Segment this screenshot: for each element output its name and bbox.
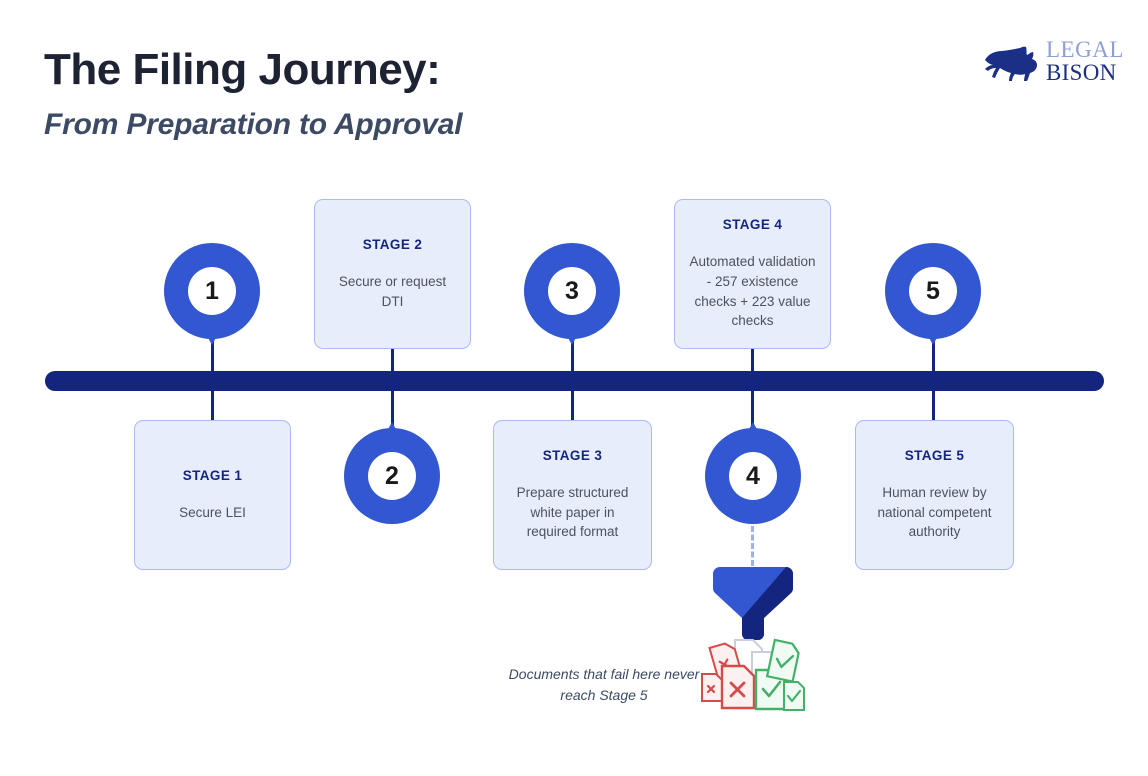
stage-pin-1[interactable]: 1 xyxy=(164,243,260,345)
stage-card-1-body: Secure LEI xyxy=(179,504,246,520)
pin-2-center: 2 xyxy=(368,452,416,500)
stage-card-2-title: STAGE 2 xyxy=(362,236,423,252)
page-title: The Filing Journey: xyxy=(44,45,441,94)
stage-pin-5[interactable]: 5 xyxy=(885,243,981,345)
stage-card-2[interactable]: STAGE 2 Secure or request DTI xyxy=(314,199,471,349)
logo-wordmark: LEGAL BISON xyxy=(1046,37,1124,85)
connector-stage-2 xyxy=(391,348,394,440)
bison-icon xyxy=(985,46,1037,81)
stage-card-2-body: Secure or request DTI xyxy=(338,273,447,309)
stage-card-5-title: STAGE 5 xyxy=(904,448,965,464)
stage-card-4-body: Automated validation - 257 existence che… xyxy=(689,254,816,329)
stage-card-1-title: STAGE 1 xyxy=(182,467,243,483)
stage-card-3-title: STAGE 3 xyxy=(542,448,603,464)
pin-5-number: 5 xyxy=(926,276,940,305)
stage-pin-3[interactable]: 3 xyxy=(524,243,620,345)
stage-card-5-body: Human review by national competent autho… xyxy=(877,485,992,540)
logo-text-legal: LEGAL xyxy=(1046,37,1124,62)
funnel-caption: Documents that fail here never reach Sta… xyxy=(508,666,700,703)
stage-pin-4[interactable]: 4 xyxy=(705,422,801,524)
pin-4-center: 4 xyxy=(729,452,777,500)
pin-1-number: 1 xyxy=(205,276,219,305)
stage-card-1[interactable]: STAGE 1 Secure LEI xyxy=(134,420,291,570)
stage-card-3-body: Prepare structured white paper in requir… xyxy=(516,485,629,540)
stage-card-5[interactable]: STAGE 5 Human review by national compete… xyxy=(855,420,1014,570)
documents-pass-fail-icon xyxy=(701,638,805,711)
logo-text-bison: BISON xyxy=(1046,59,1117,85)
connector-stage-4 xyxy=(751,348,754,440)
pin-2-number: 2 xyxy=(385,461,399,490)
brand-logo: LEGAL BISON xyxy=(982,38,1123,86)
pin-3-number: 3 xyxy=(565,276,579,305)
stage-pin-2[interactable]: 2 xyxy=(344,422,440,524)
page-subtitle: From Preparation to Approval xyxy=(44,108,463,141)
pin-5-center: 5 xyxy=(909,267,957,315)
stage-card-4-title: STAGE 4 xyxy=(722,217,783,233)
timeline-bar xyxy=(45,371,1104,391)
funnel-icon xyxy=(712,567,794,640)
funnel-dashed-connector xyxy=(751,526,754,566)
pin-1-center: 1 xyxy=(188,267,236,315)
stage-card-4[interactable]: STAGE 4 Automated validation - 257 exist… xyxy=(674,199,831,349)
pin-4-number: 4 xyxy=(746,461,760,490)
pin-3-center: 3 xyxy=(548,267,596,315)
stage-card-3[interactable]: STAGE 3 Prepare structured white paper i… xyxy=(493,420,652,570)
